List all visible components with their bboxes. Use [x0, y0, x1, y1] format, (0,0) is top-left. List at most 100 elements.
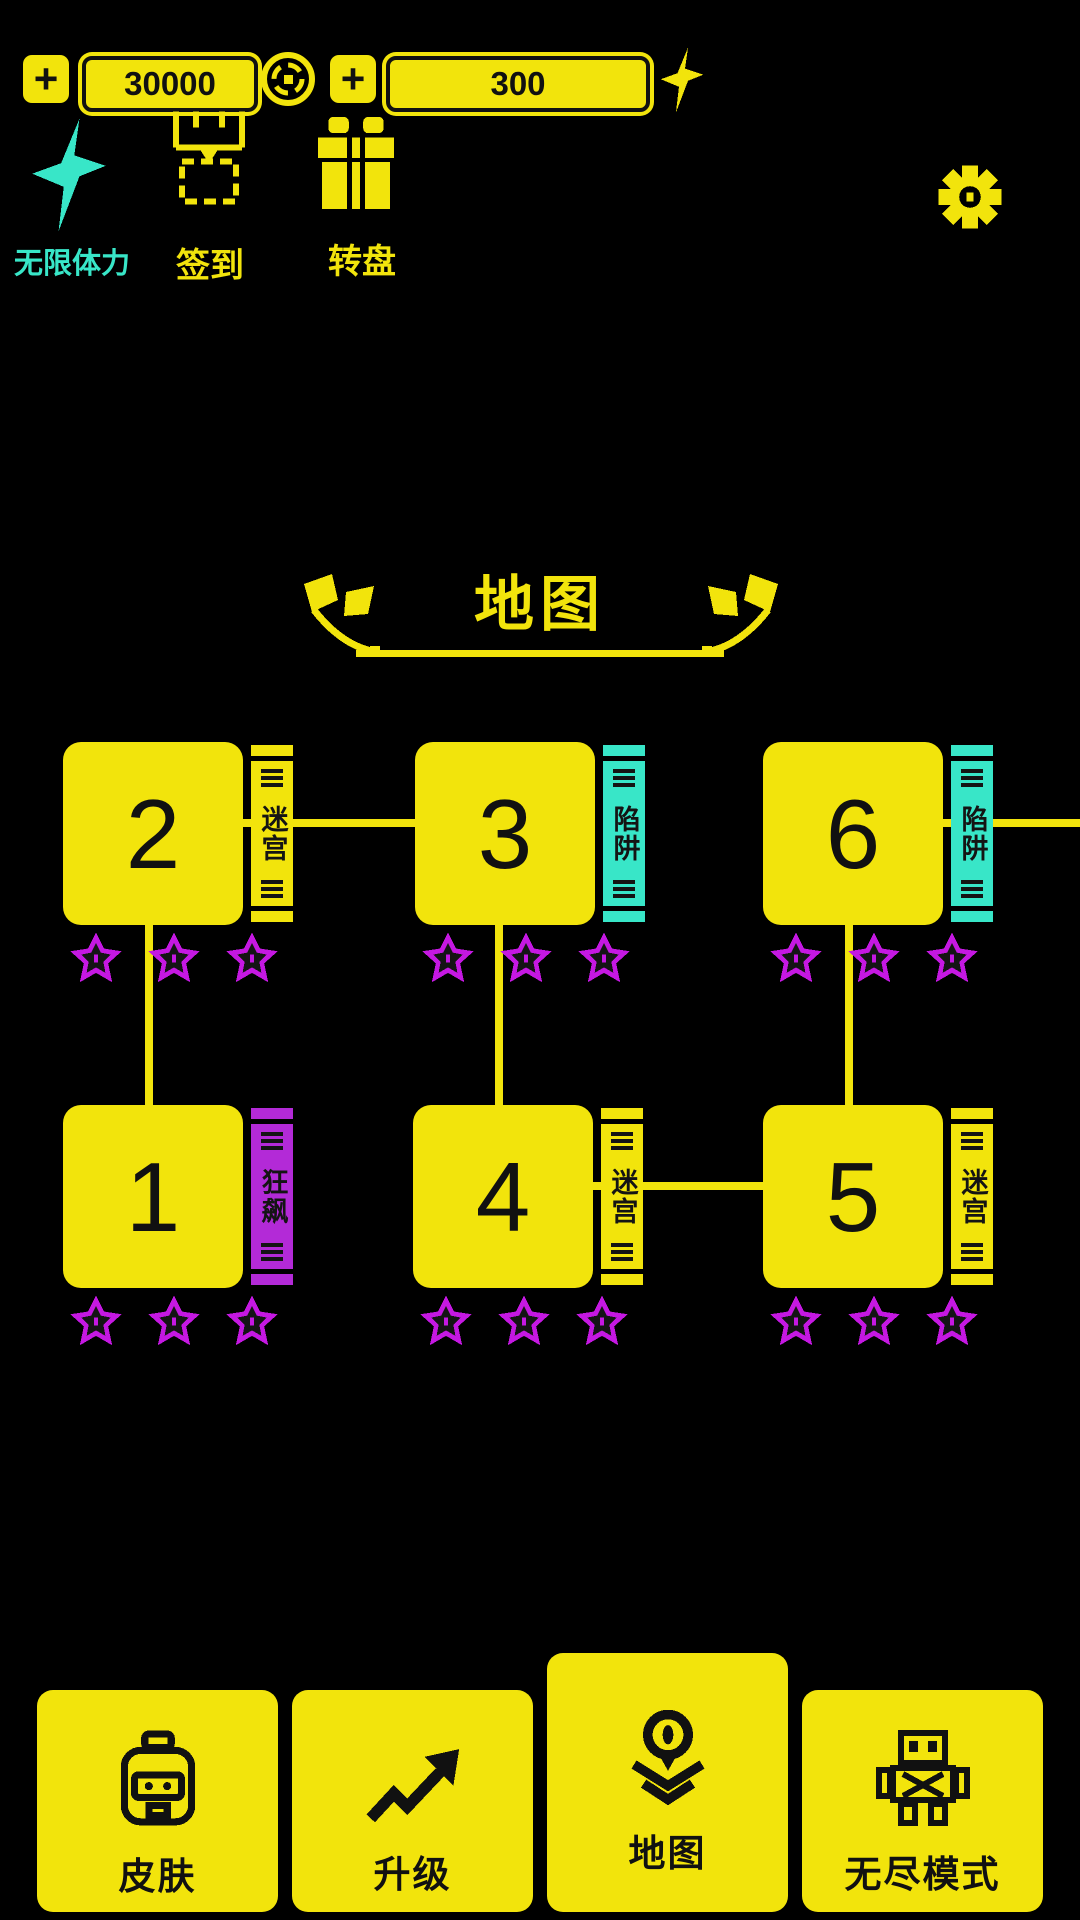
level-1-button[interactable]: 1	[63, 1105, 243, 1288]
level-5-button[interactable]: 5	[763, 1105, 943, 1288]
tag-cap	[951, 1108, 993, 1119]
tag-ornament	[961, 1240, 983, 1264]
tag-ornament	[611, 1240, 633, 1264]
star-icon	[226, 932, 278, 983]
tag-cap	[601, 1274, 643, 1285]
star-icon	[148, 932, 200, 983]
star-icon	[70, 932, 122, 983]
tag-ornament	[613, 766, 635, 790]
level-4-button[interactable]: 4	[413, 1105, 593, 1288]
tag-cap	[603, 911, 645, 922]
level-type-label: 迷宫	[607, 1167, 638, 1226]
level-number: 6	[825, 778, 881, 889]
level-6-stars	[769, 931, 979, 985]
star-icon	[226, 1295, 278, 1346]
level-type-label: 狂飙	[257, 1167, 288, 1226]
checkin-label: 签到	[176, 247, 244, 285]
connector-line-6-5	[845, 921, 853, 1109]
connector-line-6-right	[934, 819, 1080, 827]
tab-label: 升级	[373, 1854, 452, 1895]
level-5-tag: 迷宫	[951, 1108, 993, 1285]
map-pin-icon	[630, 1709, 705, 1806]
tab-endless-mode[interactable]: 无尽模式	[802, 1690, 1043, 1912]
coin-counter-value: 30000	[82, 56, 258, 112]
level-node-2: 2 迷宫	[63, 742, 363, 1002]
connector-line-4-5	[588, 1182, 767, 1190]
level-3-stars	[421, 931, 631, 985]
star-icon	[422, 932, 474, 983]
tag-cap	[251, 745, 293, 756]
level-number: 1	[125, 1141, 181, 1252]
add-energy-button[interactable]: +	[330, 55, 376, 103]
level-6-button[interactable]: 6	[763, 742, 943, 925]
tab-upgrade[interactable]: 升级	[292, 1690, 533, 1912]
star-icon	[770, 932, 822, 983]
level-4-tag: 迷宫	[601, 1108, 643, 1285]
level-5-stars	[769, 1294, 979, 1348]
tab-map[interactable]: 地图	[547, 1653, 788, 1912]
wheel-label: 转盘	[328, 243, 396, 281]
tag-ornament	[961, 1129, 983, 1153]
upgrade-arrow-icon	[365, 1749, 459, 1823]
level-type-label: 迷宫	[257, 804, 288, 863]
tag-cap	[601, 1108, 643, 1119]
stamina-bolt-icon[interactable]	[28, 116, 110, 234]
tag-ornament	[611, 1129, 633, 1153]
level-number: 4	[475, 1141, 531, 1252]
level-type-label: 陷阱	[609, 804, 640, 863]
level-type-label: 迷宫	[957, 1167, 988, 1226]
connector-line-2-1	[145, 921, 153, 1109]
level-1-tag: 狂飙	[251, 1108, 293, 1285]
tag-ornament	[261, 877, 283, 901]
stamina-label: 无限体力	[13, 248, 130, 280]
level-4-stars	[419, 1294, 629, 1348]
level-node-3: 3 陷阱	[415, 742, 715, 1002]
treasure-chest-icon[interactable]	[166, 108, 252, 216]
level-node-6: 6 陷阱	[763, 742, 1063, 1002]
tag-cap	[951, 745, 993, 756]
star-icon	[926, 932, 978, 983]
tag-ornament	[961, 877, 983, 901]
level-number: 2	[125, 778, 181, 889]
tag-cap	[251, 911, 293, 922]
tag-ornament	[261, 766, 283, 790]
tag-ornament	[261, 1129, 283, 1153]
level-1-stars	[69, 1294, 279, 1348]
gear-icon[interactable]	[934, 158, 1006, 236]
backpack-icon	[120, 1730, 195, 1826]
coin-icon	[261, 52, 315, 106]
tag-cap	[951, 1274, 993, 1285]
tab-label: 无尽模式	[844, 1854, 1001, 1895]
connector-line-3-4	[495, 921, 503, 1109]
tag-cap	[603, 745, 645, 756]
tag-cap	[251, 1274, 293, 1285]
star-icon	[848, 1295, 900, 1346]
tag-ornament	[961, 766, 983, 790]
level-3-tag: 陷阱	[603, 745, 645, 922]
gift-box-icon[interactable]	[314, 114, 398, 216]
level-3-button[interactable]: 3	[415, 742, 595, 925]
level-node-4: 4 迷宫	[413, 1105, 713, 1365]
level-type-label: 陷阱	[957, 804, 988, 863]
tag-ornament	[613, 877, 635, 901]
energy-counter-value: 300	[386, 56, 650, 112]
star-icon	[578, 932, 630, 983]
map-title: 地图	[474, 571, 606, 638]
level-number: 3	[477, 778, 533, 889]
star-icon	[500, 932, 552, 983]
star-icon	[148, 1295, 200, 1346]
level-2-button[interactable]: 2	[63, 742, 243, 925]
star-icon	[770, 1295, 822, 1346]
level-6-tag: 陷阱	[951, 745, 993, 922]
tab-skins[interactable]: 皮肤	[37, 1690, 278, 1912]
level-node-5: 5 迷宫	[763, 1105, 1063, 1365]
energy-counter: 300	[382, 52, 654, 116]
star-icon	[926, 1295, 978, 1346]
star-icon	[576, 1295, 628, 1346]
level-node-1: 1 狂飙	[63, 1105, 363, 1365]
star-icon	[420, 1295, 472, 1346]
tag-cap	[951, 911, 993, 922]
add-coins-button[interactable]: +	[23, 55, 69, 103]
star-icon	[848, 932, 900, 983]
leaf-decoration-right	[702, 574, 778, 656]
